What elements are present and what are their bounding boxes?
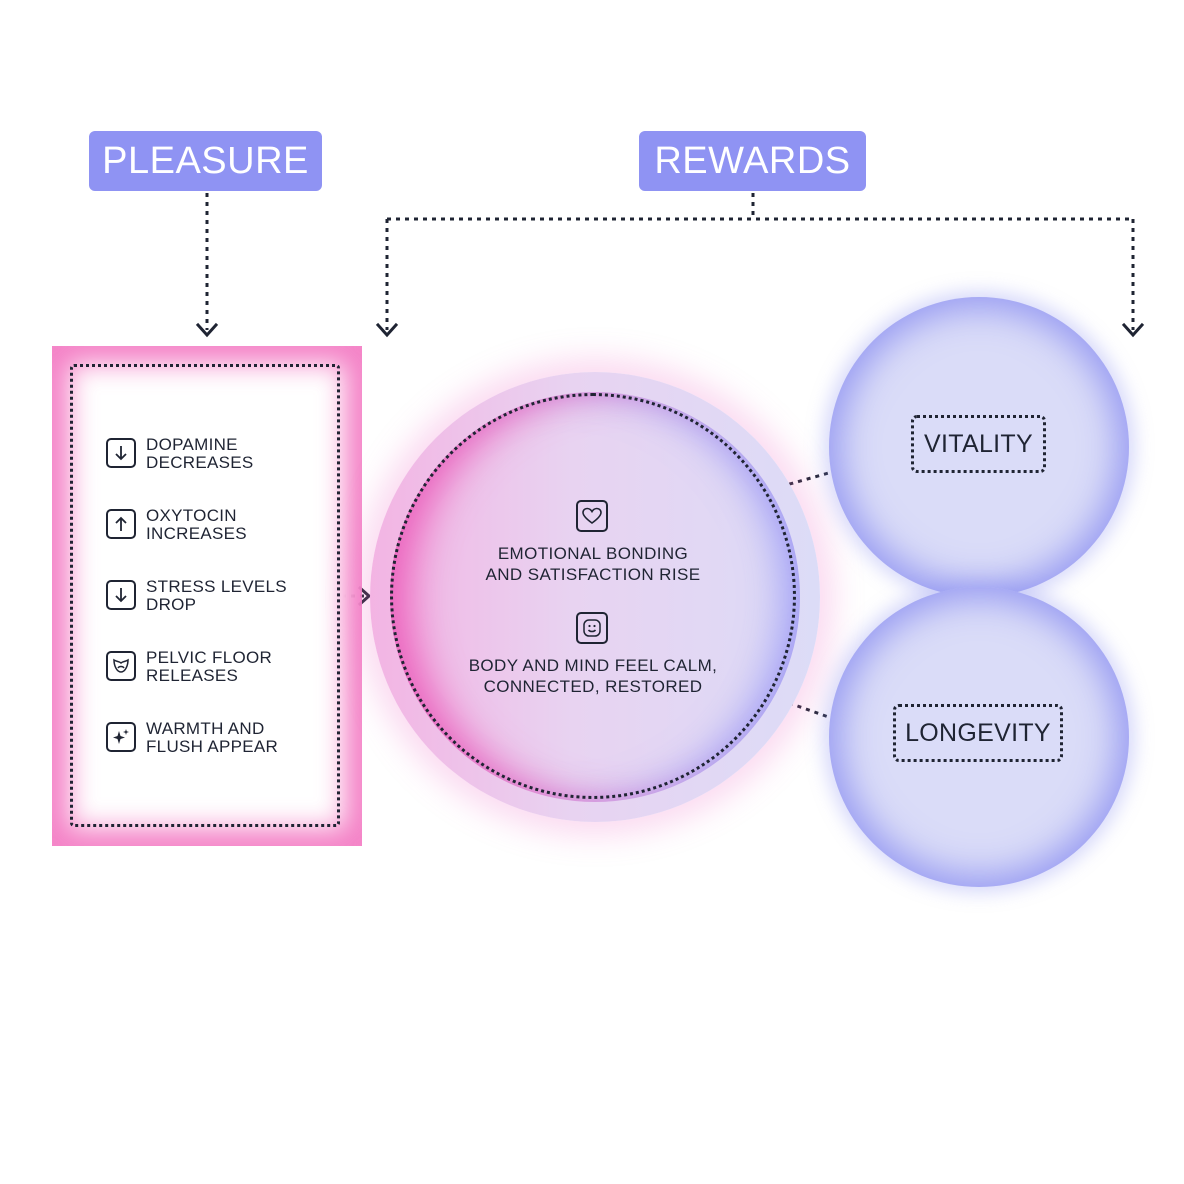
vitality-circle	[829, 297, 1129, 597]
list-item: WARMTH AND FLUSH APPEAR	[106, 720, 316, 756]
pleasure-panel-glow	[52, 346, 362, 846]
heart-icon	[576, 500, 608, 532]
pelvis-icon	[106, 651, 136, 681]
calm-text: BODY AND MIND FEEL CALM, CONNECTED, REST…	[468, 656, 718, 696]
pleasure-tag: PLEASURE	[89, 131, 322, 191]
pleasure-panel	[70, 364, 340, 827]
bonding-text: EMOTIONAL BONDING AND SATISFACTION RISE	[485, 544, 701, 584]
arrow-down-icon	[106, 438, 136, 468]
list-item-label: STRESS LEVELS DROP	[146, 577, 287, 614]
list-item: DOPAMINE DECREASES	[106, 436, 316, 472]
longevity-circle	[829, 587, 1129, 887]
list-item-label: DOPAMINE DECREASES	[146, 435, 254, 472]
longevity-label: LONGEVITY	[893, 704, 1063, 762]
list-item-label: WARMTH AND FLUSH APPEAR	[146, 719, 279, 756]
list-item-label: PELVIC FLOOR RELEASES	[146, 648, 273, 685]
list-item: STRESS LEVELS DROP	[106, 578, 316, 614]
rewards-tag: REWARDS	[639, 131, 866, 191]
sparkle-icon	[106, 722, 136, 752]
arrow-up-icon	[106, 509, 136, 539]
effects-circle-border	[390, 393, 796, 799]
list-item-label: OXYTOCIN INCREASES	[146, 506, 247, 543]
rewards-right-arrowhead	[1121, 322, 1145, 338]
list-item: PELVIC FLOOR RELEASES	[106, 649, 316, 685]
arrow-down-icon	[106, 580, 136, 610]
list-item: OXYTOCIN INCREASES	[106, 507, 316, 543]
vitality-label: VITALITY	[911, 415, 1046, 473]
pleasure-arrowhead	[195, 322, 219, 338]
rewards-left-arrowhead	[375, 322, 399, 338]
smile-icon	[576, 612, 608, 644]
